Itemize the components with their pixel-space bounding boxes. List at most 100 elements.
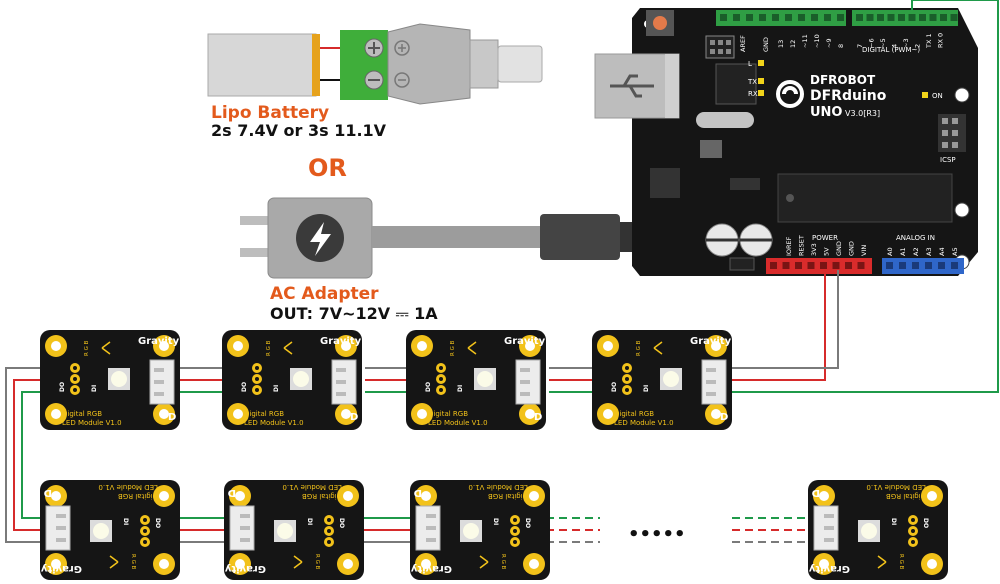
header-pin — [929, 14, 937, 21]
ac-adapter-assembly: AC Adapter OUT: 7V~12V ⎓ 1A — [240, 197, 632, 323]
digital-pin-label: ~3 — [902, 38, 910, 48]
module-name-line1: Digital RGB — [302, 492, 342, 500]
board-model: DFRduino — [810, 88, 887, 104]
board-brand: DFROBOT — [810, 73, 876, 87]
power-pin-label: VIN — [860, 245, 868, 256]
header-pin — [940, 14, 947, 21]
module-di-label: DI — [306, 518, 313, 525]
header-pin — [733, 14, 740, 21]
module-name-line2: LED Module V1.0 — [468, 483, 528, 491]
led-rx-label: RX — [748, 90, 758, 98]
header-pin — [795, 262, 802, 269]
header-pin — [856, 14, 863, 21]
chain-ellipsis: ••••• — [628, 524, 686, 545]
module-rgb-label: R G B — [130, 554, 136, 570]
module-gravity-label: Gravity — [690, 336, 732, 347]
module-d-label: D — [228, 487, 236, 498]
light-emit-icon — [101, 341, 111, 355]
light-emit-icon — [467, 341, 477, 355]
module-di-label: DI — [122, 518, 129, 525]
module-name-line1: Digital RGB — [118, 492, 158, 500]
module-do-label: DO — [154, 518, 161, 528]
power-pin-label: RESET — [798, 235, 806, 256]
module-gravity-label: Gravity — [40, 563, 82, 574]
digital-header-pins — [720, 14, 958, 21]
data-wire-green — [712, 0, 999, 393]
led-l-label: L — [748, 60, 752, 68]
module-name-line2: LED Module V1.0 — [428, 419, 488, 427]
digital-pin-label: 12 — [789, 40, 797, 48]
light-emit-icon — [653, 341, 663, 355]
header-pin — [832, 262, 840, 269]
module-rgb-label: R G B — [450, 340, 456, 356]
light-emit-icon — [479, 555, 489, 569]
power-section-label: POWER — [812, 234, 838, 242]
or-separator: OR — [308, 154, 347, 182]
digital-section-label: DIGITAL (PWM~) — [862, 46, 920, 54]
header-pin — [938, 262, 945, 269]
header-pin — [908, 14, 916, 21]
power-pin-label: 5V — [823, 247, 831, 256]
light-emit-icon — [109, 555, 119, 569]
module-gravity-label: Gravity — [808, 563, 850, 574]
analog-pin-label: A1 — [899, 247, 907, 256]
header-pin — [925, 262, 932, 269]
open-hardware-icon — [776, 80, 805, 108]
analog-pin-label: A3 — [925, 247, 933, 256]
module-do-label: DO — [425, 382, 432, 392]
module-do-label: DO — [611, 382, 618, 392]
battery-tab — [312, 34, 320, 96]
lipo-battery-spec: 2s 7.4V or 3s 11.1V — [211, 121, 387, 140]
dc-barrel-plug — [540, 214, 620, 260]
header-pin — [782, 262, 790, 269]
dc-plug-body — [387, 23, 471, 105]
header-pin — [887, 14, 895, 21]
on-led-label: ON — [932, 92, 943, 100]
lipo-battery-assembly: Lipo Battery 2s 7.4V or 3s 11.1V — [207, 23, 543, 140]
module-name-line2: LED Module V1.0 — [98, 483, 158, 491]
analog-pin-label: A0 — [886, 247, 894, 256]
module-name-line1: Digital RGB — [244, 410, 284, 418]
module-name-line1: Digital RGB — [886, 492, 926, 500]
module-name-line2: LED Module V1.0 — [614, 419, 674, 427]
gnd-wire-grey — [712, 270, 839, 369]
power-pin-label: 3V3 — [810, 243, 818, 256]
header-pin — [720, 14, 727, 21]
ac-adapter-spec: OUT: 7V~12V ⎓ 1A — [270, 304, 438, 323]
header-pin — [866, 14, 874, 21]
module-rgb-label: R G B — [898, 554, 904, 570]
vcc-wire-red — [712, 270, 826, 381]
module-d-label: D — [44, 487, 52, 498]
header-pin — [811, 14, 818, 21]
digital-gnd-label: GND — [762, 37, 770, 52]
module-gravity-label: Gravity — [224, 563, 266, 574]
dc-plug-tip — [497, 45, 543, 83]
power-header — [766, 258, 872, 274]
module-rgb-label: R G B — [500, 554, 506, 570]
power-header-pins — [770, 262, 958, 269]
analog-pin-label: A2 — [912, 247, 920, 256]
return-wire-red — [13, 379, 60, 531]
header-pin — [898, 14, 905, 21]
header-pin — [845, 262, 852, 269]
digital-pin-label: 13 — [777, 40, 785, 48]
module-do-label: DO — [338, 518, 345, 528]
module-name-line1: Digital RGB — [614, 410, 654, 418]
module-name-line1: Digital RGB — [488, 492, 528, 500]
crystal — [696, 112, 754, 128]
module-name-line2: LED Module V1.0 — [244, 419, 304, 427]
module-di-label: DI — [457, 385, 464, 392]
module-gravity-label: Gravity — [138, 336, 180, 347]
module-di-label: DI — [492, 518, 499, 525]
light-emit-icon — [293, 555, 303, 569]
lightning-icon — [310, 222, 331, 256]
module-do-label: DO — [59, 382, 66, 392]
power-pin-label: IOREF — [785, 236, 793, 256]
